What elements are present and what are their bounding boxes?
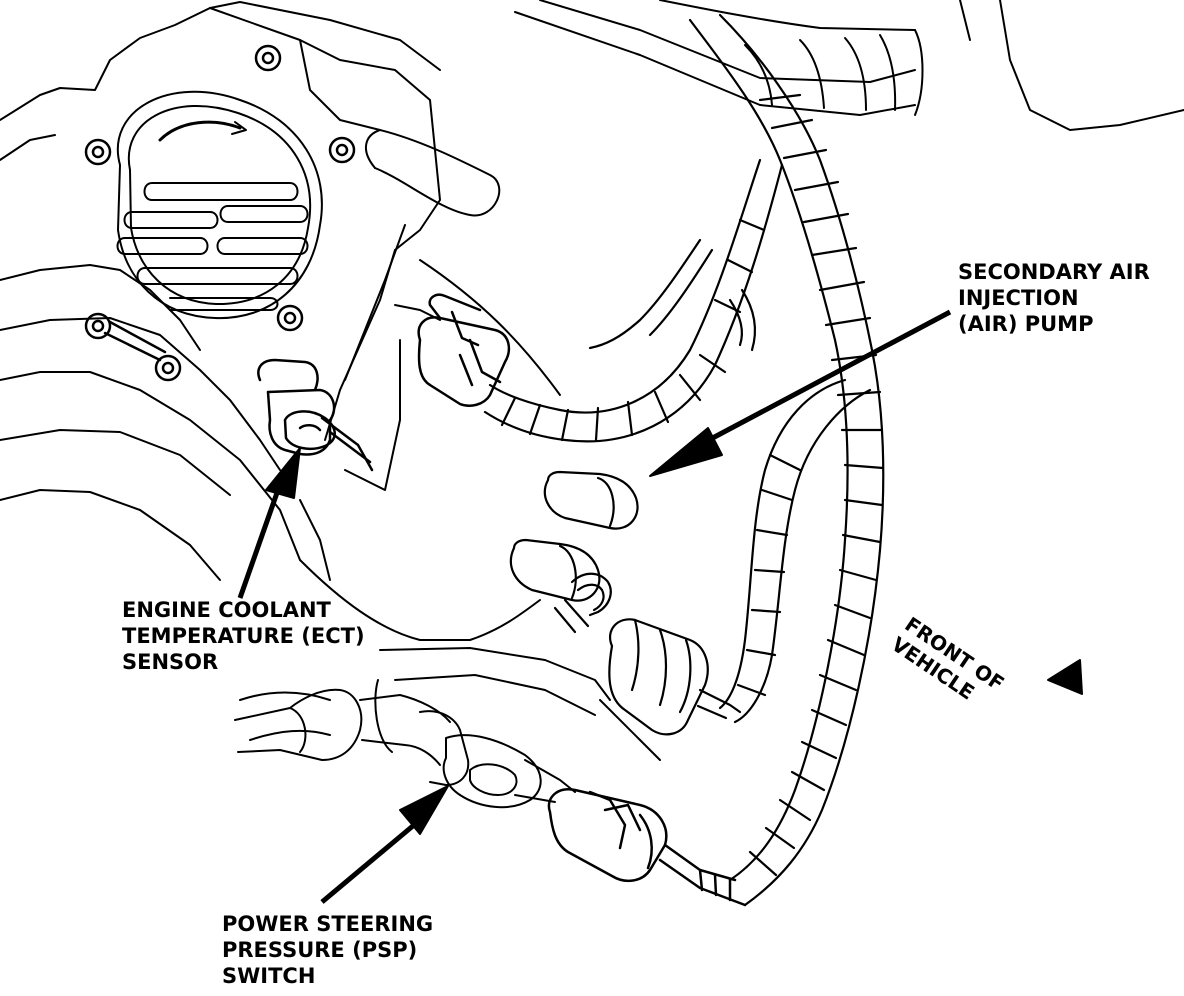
upper-hose <box>514 0 1184 131</box>
air-pump-label: SECONDARY AIR INJECTION (AIR) PUMP <box>958 259 1150 337</box>
ect-sensor-label: ENGINE COOLANT TEMPERATURE (ECT) SENSOR <box>122 597 365 675</box>
direction-arrow-icon <box>1047 659 1083 695</box>
air-pump-label-line-3: (AIR) PUMP <box>958 312 1094 336</box>
housing-bolts <box>84 44 356 382</box>
air-pump-label-line-1: SECONDARY AIR <box>958 260 1150 284</box>
lower-engine <box>234 259 661 809</box>
air-pump-label-line-2: INJECTION <box>958 286 1079 310</box>
middle-fittings <box>509 470 742 736</box>
psp-connector <box>547 787 747 907</box>
psp-switch-label: POWER STEERING PRESSURE (PSP) SWITCH <box>222 911 433 989</box>
psp-switch-label-line-3: SWITCH <box>222 964 316 988</box>
ect-sensor <box>257 358 374 472</box>
pump-cover <box>116 90 323 320</box>
ect-sensor-label-line-3: SENSOR <box>122 650 219 674</box>
engine-housing <box>0 1 501 581</box>
psp-switch-label-line-1: POWER STEERING <box>222 912 434 936</box>
ect-sensor-label-line-1: ENGINE COOLANT <box>122 598 331 622</box>
psp-switch-label-line-2: PRESSURE (PSP) <box>222 938 418 962</box>
wiring-harness <box>483 13 885 907</box>
arrow-icon <box>237 309 952 904</box>
air-pump-connector <box>417 293 511 407</box>
ect-sensor-label-line-2: TEMPERATURE (ECT) <box>122 624 365 648</box>
